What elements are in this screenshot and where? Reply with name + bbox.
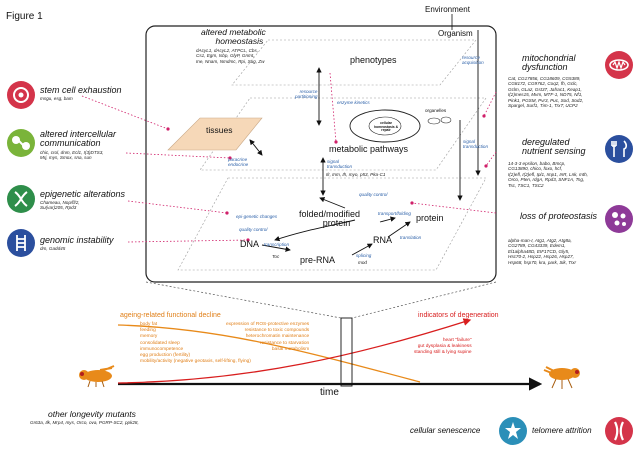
environment-label: Environment	[425, 5, 470, 14]
stem-cell-genes: msgu, esg, bam	[40, 96, 73, 101]
toc-gene: Toc	[272, 254, 280, 259]
nutrient-sensing-icon	[604, 134, 634, 164]
folded-protein-label: folded/modified protein	[299, 209, 361, 229]
epigenetic-changes-label: epi-genetic changes	[236, 214, 278, 219]
paracrine-label: paracrine endocrine	[228, 157, 249, 167]
signal-transduction-right: signal transduction	[463, 139, 489, 149]
pre-rna-label: pre-RNA	[300, 255, 336, 265]
rna-label: RNA	[373, 235, 393, 245]
altered-metabolic-homeostasis: altered metabolic homeostasis	[201, 27, 266, 46]
translation-label: translation	[400, 235, 422, 240]
quality-control-top: quality control	[359, 192, 388, 197]
other-longevity-mutants: other longevity mutants	[48, 409, 136, 419]
metabolic-pathways-label: metabolic pathways	[329, 144, 409, 154]
decline-title: ageing-related functional decline	[120, 312, 221, 319]
level-planes	[177, 39, 487, 271]
metabolic-genes: dAcyL1, dAcyL2, ATPCL, Cbs, Cs1, Egm, Is…	[196, 48, 265, 64]
genomic-instability-icon	[6, 228, 36, 258]
intercellular-genes: chic, crol, dnm, Ecl1, I(3)DTS3, Mrj, my…	[40, 150, 104, 161]
telomere-icon	[604, 416, 634, 446]
organelles-label: organelles	[425, 108, 447, 113]
telomere-attrition-label: telomere attrition	[532, 426, 592, 435]
protein-label: protein	[416, 213, 444, 223]
time-label: time	[320, 387, 339, 398]
hallmark-altered-intercellular-communication: altered intercellular communication	[40, 129, 117, 149]
degeneration-title: indicators of degeneration	[418, 312, 499, 319]
nutrient-genes: 14-3-3 epsilon, babo, Bmcp, CG13890, chi…	[508, 161, 588, 188]
tissues-label: tissues	[206, 125, 233, 135]
resource-partitioning-label: resource partitioning	[295, 89, 318, 99]
enzyme-kinetics-label: enzyme kinetics	[337, 100, 370, 105]
quality-control-dna: quality control	[239, 227, 268, 232]
hallmark-deregulated-nutrient-sensing: deregulated nutrient sensing	[522, 137, 586, 157]
splicing-label: splicing	[356, 253, 372, 258]
dna-label: DNA	[240, 239, 260, 249]
hallmark-loss-of-proteostasis: loss of proteostasis	[520, 211, 598, 221]
transcription-label: transcription	[264, 242, 290, 247]
hallmark-stem-cell-exhaustion: stem cell exhaustion	[40, 85, 122, 95]
degeneration-items: heart "failure" gut dysplasia & leakines…	[414, 338, 472, 356]
proteostasis-genes: alpha-man-I, Atg1, Atg2, Atg8a, CG2789, …	[508, 238, 577, 265]
epigenetic-genes: Chameau, Nop/fl/2, Su(var)205, Rpd3	[40, 200, 80, 211]
mitochondrial-genes: Cat, CG17856, CG18609, CG5389, CG8172, C…	[508, 76, 584, 109]
senescence-icon	[498, 416, 528, 446]
signal-transduction-center: signal transduction	[327, 159, 353, 169]
stem-cell-icon	[6, 80, 36, 110]
transport-folding-label: transport/folding	[378, 211, 411, 216]
cell-homeostasis-label: cellular homeostasis & repair	[373, 121, 399, 133]
hallmark-genomic-instability: genomic instability	[40, 235, 114, 245]
tissue-plane	[167, 117, 263, 151]
cell-ellipse	[349, 109, 421, 143]
phenotypes-label: phenotypes	[350, 55, 397, 65]
main-frame	[145, 25, 497, 283]
mitochondria-icon	[604, 50, 634, 80]
resource-acquisition-label: resource acquisition	[462, 55, 484, 65]
improve-items: expression of ROS-protective enzymes res…	[226, 322, 310, 352]
other-longevity-genes: Gr63a, Ilk, Mrp4, mys, Orco, ova, PGRP-S…	[30, 420, 139, 425]
signal-genes: Ilr, Inm, Ih, myo, p53, Pka-C1	[326, 172, 386, 177]
splicing-gene: mod	[358, 260, 367, 265]
cellular-senescence-label: cellular senescence	[410, 426, 481, 435]
epigenetic-icon	[6, 184, 36, 214]
figure-label: Figure 1	[6, 11, 43, 22]
hallmark-epigenetic-alterations: epigenetic alterations	[40, 189, 126, 199]
dotted-connectors	[81, 72, 497, 243]
intercellular-communication-icon	[6, 128, 36, 158]
organism-label: Organism	[438, 29, 473, 38]
genomic-genes: dm, Gadd45	[40, 246, 66, 251]
young-fly-icon	[74, 364, 118, 388]
hallmark-mitochondrial-dysfunction: mitochondrial dysfunction	[522, 53, 576, 73]
time-window	[340, 317, 353, 387]
old-fly-icon	[540, 364, 584, 390]
proteostasis-icon	[604, 204, 634, 234]
decline-items: body fat feeding memory consolidated sle…	[140, 322, 251, 365]
